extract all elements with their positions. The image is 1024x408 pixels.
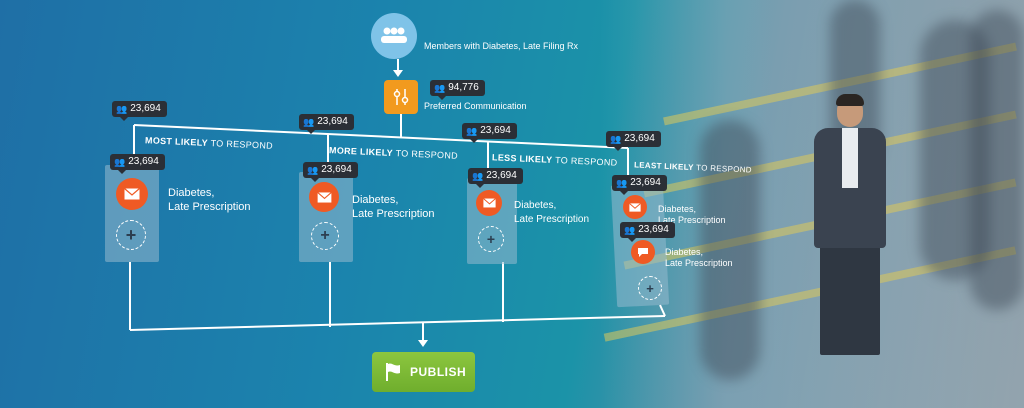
preferred-count-badge: 👥94,776 (430, 80, 485, 100)
man-shirt (842, 128, 858, 188)
panel-count-badge: 👥23,694 (303, 162, 358, 182)
add-step-button[interactable]: + (478, 226, 504, 252)
flag-icon (386, 363, 400, 381)
add-step-button[interactable]: + (638, 276, 662, 300)
email-icon[interactable] (116, 178, 148, 210)
sms-icon[interactable] (631, 240, 655, 264)
people-group-icon (381, 27, 407, 43)
panel-count-badge: 👥23,694 (620, 222, 675, 242)
message-label: Diabetes,Late Prescription (352, 194, 435, 220)
people-icon: 👥 (303, 117, 315, 127)
people-icon: 👥 (307, 165, 319, 175)
people-icon: 👥 (472, 171, 484, 181)
sliders-icon (393, 89, 409, 105)
people-icon: 👥 (624, 225, 636, 235)
add-step-button[interactable]: + (116, 220, 146, 250)
man-hair (836, 94, 864, 106)
blurred-pedestrian (920, 20, 990, 280)
people-icon: 👥 (610, 134, 622, 144)
segment-count-badge: 👥23,694 (462, 123, 517, 143)
email-icon[interactable] (309, 182, 339, 212)
segment-count-badge: 👥23,694 (112, 101, 167, 121)
connector-line (400, 114, 402, 138)
audience-node[interactable] (371, 13, 417, 59)
blurred-pedestrian (700, 120, 760, 380)
people-icon: 👥 (116, 104, 128, 114)
email-icon[interactable] (623, 195, 647, 219)
crowd-photo (600, 0, 1024, 408)
panel-count-badge: 👥23,694 (468, 168, 523, 188)
message-label: Diabetes,Late Prescription (168, 187, 251, 213)
panel-count-badge: 👥23,694 (110, 154, 165, 174)
arrow-down-icon (393, 70, 403, 77)
email-icon[interactable] (476, 190, 502, 216)
preferred-label: Preferred Communication (424, 101, 527, 111)
add-step-button[interactable]: + (311, 222, 339, 250)
message-label: Diabetes,Late Prescription (665, 247, 733, 268)
man-legs (820, 245, 880, 355)
panel-count-badge: 👥23,694 (612, 175, 667, 195)
preferred-communication-node[interactable] (384, 80, 418, 114)
blurred-pedestrian (970, 10, 1024, 310)
publish-button[interactable]: PUBLISH (372, 352, 475, 392)
segment-count-badge: 👥23,694 (299, 114, 354, 134)
people-icon: 👥 (466, 126, 478, 136)
people-icon: 👥 (616, 178, 628, 188)
people-icon: 👥 (114, 157, 126, 167)
publish-label: PUBLISH (410, 365, 467, 379)
connector-line (397, 59, 399, 73)
audience-label: Members with Diabetes, Late Filing Rx (424, 41, 579, 51)
segment-count-badge: 👥23,694 (606, 131, 661, 151)
message-label: Diabetes,Late Prescription (658, 204, 726, 225)
message-label: Diabetes,Late Prescription (514, 200, 590, 225)
people-icon: 👥 (434, 83, 446, 93)
